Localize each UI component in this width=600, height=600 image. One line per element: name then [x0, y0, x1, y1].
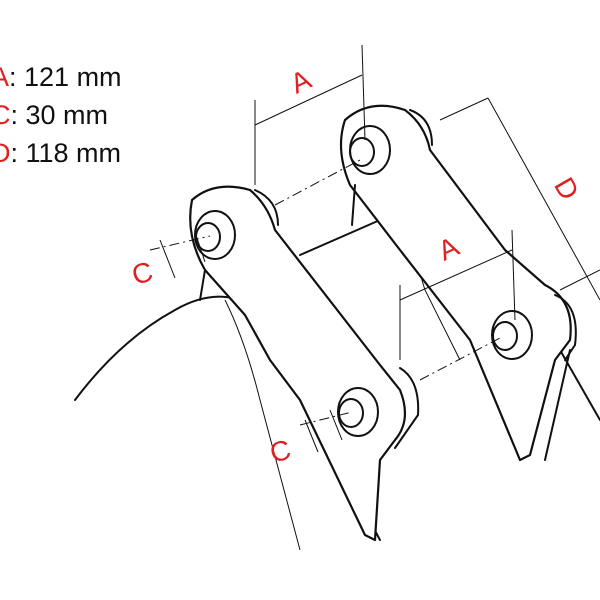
label-a-top: A [286, 63, 316, 99]
front-link-plate [189, 184, 420, 542]
rear-link-plate [339, 104, 577, 462]
legend-row-a: A: 121 mm [0, 62, 122, 92]
dimension-legend: A: 121 mm C: 30 mm D: 118 mm [0, 58, 122, 172]
label-d: D [548, 172, 585, 205]
label-c-left: C [129, 256, 157, 291]
legend-row-d: D: 118 mm [0, 138, 122, 168]
legend-row-c: C: 30 mm [0, 100, 109, 130]
label-c-bottom: C [267, 434, 295, 469]
dimension-lines [149, 44, 600, 453]
